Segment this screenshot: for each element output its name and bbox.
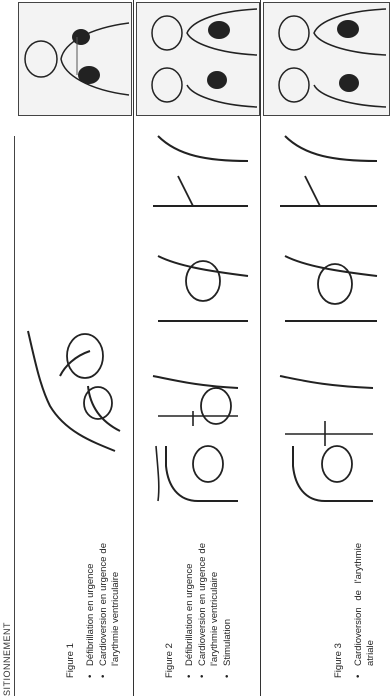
figure-3-band: Figure 3 Cardioversion de l'arythmie atr… <box>261 0 390 696</box>
figure-1-item: Cardioversion en urgence de l'arythmie v… <box>98 543 122 678</box>
figure-2-heart-diagram <box>136 2 260 116</box>
section-header: SITIONNEMENT <box>0 622 14 696</box>
figure-2-item: Défibrillation en urgence <box>184 543 196 678</box>
figure-1-title: Figure 1 <box>65 543 77 678</box>
figure-1-band: Figure 1 Défibrillation en urgence Cardi… <box>15 0 133 696</box>
figure-2-title: Figure 2 <box>164 543 176 678</box>
figure-2-body-diagram <box>137 3 259 115</box>
figure-2-caption: Figure 2 Défibrillation en urgence Cardi… <box>164 543 235 678</box>
figure-2-item: Stimulation <box>222 543 234 678</box>
torso-side-illustration <box>20 311 130 461</box>
figure-1-list: Défibrillation en urgence Cardioversion … <box>85 543 122 678</box>
figure-3-caption: Figure 3 Cardioversion de l'arythmie atr… <box>333 543 378 678</box>
figure-3-item: Cardioversion de l'arythmie atriale <box>353 543 377 678</box>
figure-3-heart-diagram <box>263 2 390 116</box>
figure-3-title: Figure 3 <box>333 543 345 678</box>
figure-3-body-diagram <box>264 3 389 115</box>
figure-1-body-diagram <box>19 3 131 115</box>
figure-3-torso-illustrations <box>265 126 383 506</box>
figure-2-torso-illustrations <box>138 126 256 506</box>
figure-3-list: Cardioversion de l'arythmie atriale <box>353 543 377 678</box>
figure-1-heart-diagram <box>18 2 132 116</box>
figure-2-item: Cardioversion en urgence de l'arythmie v… <box>197 543 221 678</box>
figure-2-list: Défibrillation en urgence Cardioversion … <box>184 543 234 678</box>
figure-2-band: Figure 2 Défibrillation en urgence Cardi… <box>134 0 260 696</box>
figure-1-item: Défibrillation en urgence <box>85 543 97 678</box>
figure-1-caption: Figure 1 Défibrillation en urgence Cardi… <box>65 543 123 678</box>
